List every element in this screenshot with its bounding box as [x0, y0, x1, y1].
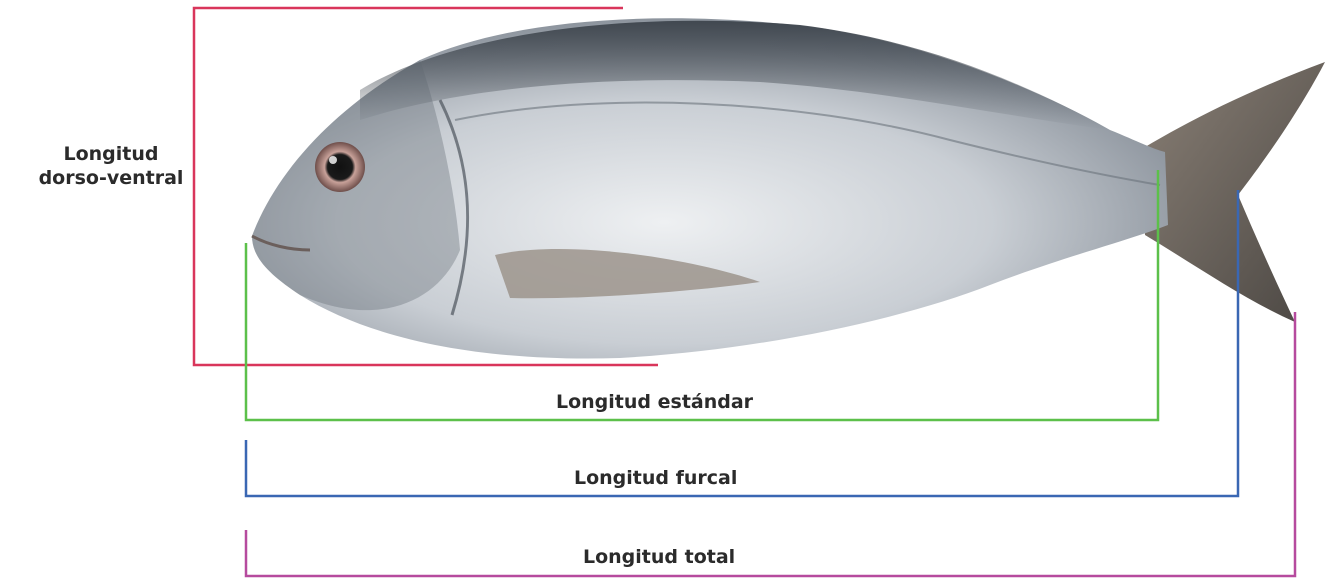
dorso-ventral-label-line2: dorso-ventral	[0, 166, 222, 190]
standard-length-label: Longitud estándar	[556, 390, 753, 414]
total-length-bracket	[246, 312, 1295, 576]
dorso-ventral-label-line1: Longitud	[0, 142, 222, 166]
fish-illustration	[252, 18, 1325, 358]
fish-eye	[315, 142, 365, 192]
dorso-ventral-length-label: Longitud dorso-ventral	[0, 142, 222, 190]
fish-tail	[1140, 62, 1325, 322]
total-length-label: Longitud total	[583, 545, 735, 569]
eye-highlight	[329, 156, 337, 164]
fork-length-label: Longitud furcal	[574, 466, 737, 490]
